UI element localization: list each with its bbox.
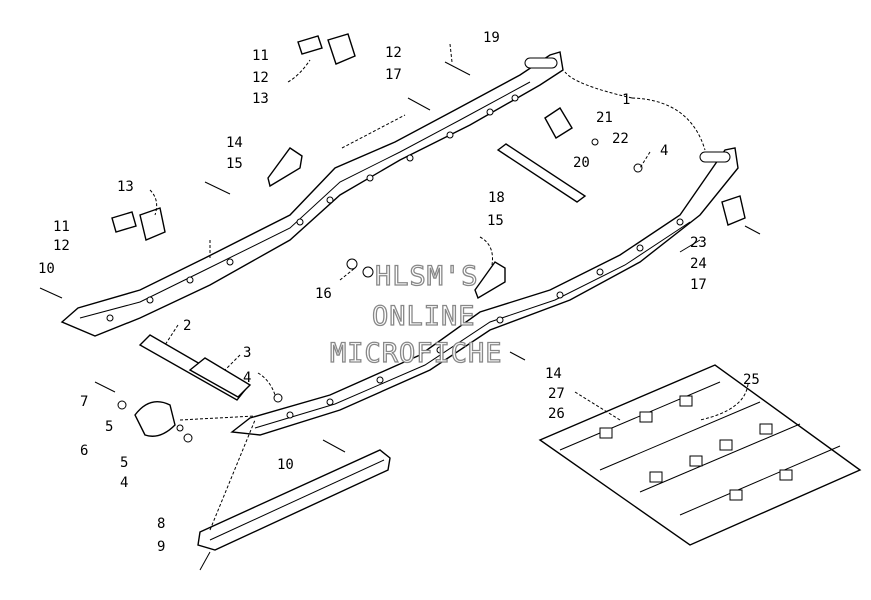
- callout-labels: 1 2 3 4 4 4 5 5 6 7 8 9 10 10 11 11 12 1…: [38, 30, 760, 555]
- stop-block-20: [544, 107, 573, 139]
- bracket-23: [721, 195, 746, 226]
- callout-14-lower: 14: [545, 366, 562, 382]
- callout-11-lower: 11: [53, 219, 70, 235]
- callout-25: 25: [743, 372, 760, 388]
- callout-17-upper: 17: [385, 67, 402, 83]
- track: [538, 364, 862, 546]
- callout-19: 19: [483, 30, 500, 46]
- callout-4-right: 4: [660, 143, 668, 159]
- callout-16: 16: [315, 286, 332, 302]
- watermark-line-1: HLSM'S: [375, 261, 479, 292]
- callout-24: 24: [690, 256, 707, 272]
- upper-slide-rail: [60, 51, 564, 337]
- cam-6: [134, 401, 176, 437]
- callout-18: 18: [488, 190, 505, 206]
- callout-11-upper: 11: [252, 48, 269, 64]
- callout-27: 27: [548, 386, 565, 402]
- lower-slide-rail: [230, 147, 739, 436]
- callout-2: 2: [183, 318, 191, 334]
- callout-6: 6: [80, 443, 88, 459]
- callout-4-bottom: 4: [120, 475, 128, 491]
- bracket-13-upper: [297, 33, 356, 65]
- callout-26: 26: [548, 406, 565, 422]
- watermark-line-3: MICROFICHE: [330, 338, 503, 369]
- fasteners: [39, 61, 761, 571]
- upper-rail-holes: [106, 94, 519, 322]
- callout-10-left: 10: [38, 261, 55, 277]
- lower-rail-holes: [286, 218, 684, 419]
- track-clips: [599, 395, 793, 501]
- callout-20: 20: [573, 155, 590, 171]
- callout-12-upper-left: 12: [252, 70, 269, 86]
- watermark: HLSM'S ONLINE MICROFICHE: [329, 260, 503, 369]
- callout-4-left: 4: [243, 370, 251, 386]
- bracket-15-upper: [267, 147, 303, 188]
- callout-7: 7: [80, 394, 88, 410]
- callout-13-lower: 13: [117, 179, 134, 195]
- shock-absorber: [138, 334, 252, 401]
- wear-strip: [197, 449, 391, 551]
- callout-9: 9: [157, 539, 165, 555]
- watermark-line-2: ONLINE: [372, 301, 476, 332]
- callout-12-lower: 12: [53, 238, 70, 254]
- callout-1: 1: [622, 92, 630, 108]
- callout-10-bottom: 10: [277, 457, 294, 473]
- callout-8: 8: [157, 516, 165, 532]
- callout-3: 3: [243, 345, 251, 361]
- callout-15-upper: 15: [226, 156, 243, 172]
- callout-17-lower: 17: [690, 277, 707, 293]
- callout-5-lower: 5: [120, 455, 128, 471]
- bracket-15-lower: [474, 261, 506, 300]
- callout-23: 23: [690, 235, 707, 251]
- bracket-13-lower: [111, 207, 166, 241]
- cross-shaft: [496, 143, 587, 203]
- callout-5-upper: 5: [105, 419, 113, 435]
- callout-15-lower: 15: [487, 213, 504, 229]
- callout-12-upper-right: 12: [385, 45, 402, 61]
- leader-lines: [149, 43, 749, 531]
- callout-13-upper: 13: [252, 91, 269, 107]
- callout-14-upper: 14: [226, 135, 243, 151]
- callout-21: 21: [596, 110, 613, 126]
- callout-22: 22: [612, 131, 629, 147]
